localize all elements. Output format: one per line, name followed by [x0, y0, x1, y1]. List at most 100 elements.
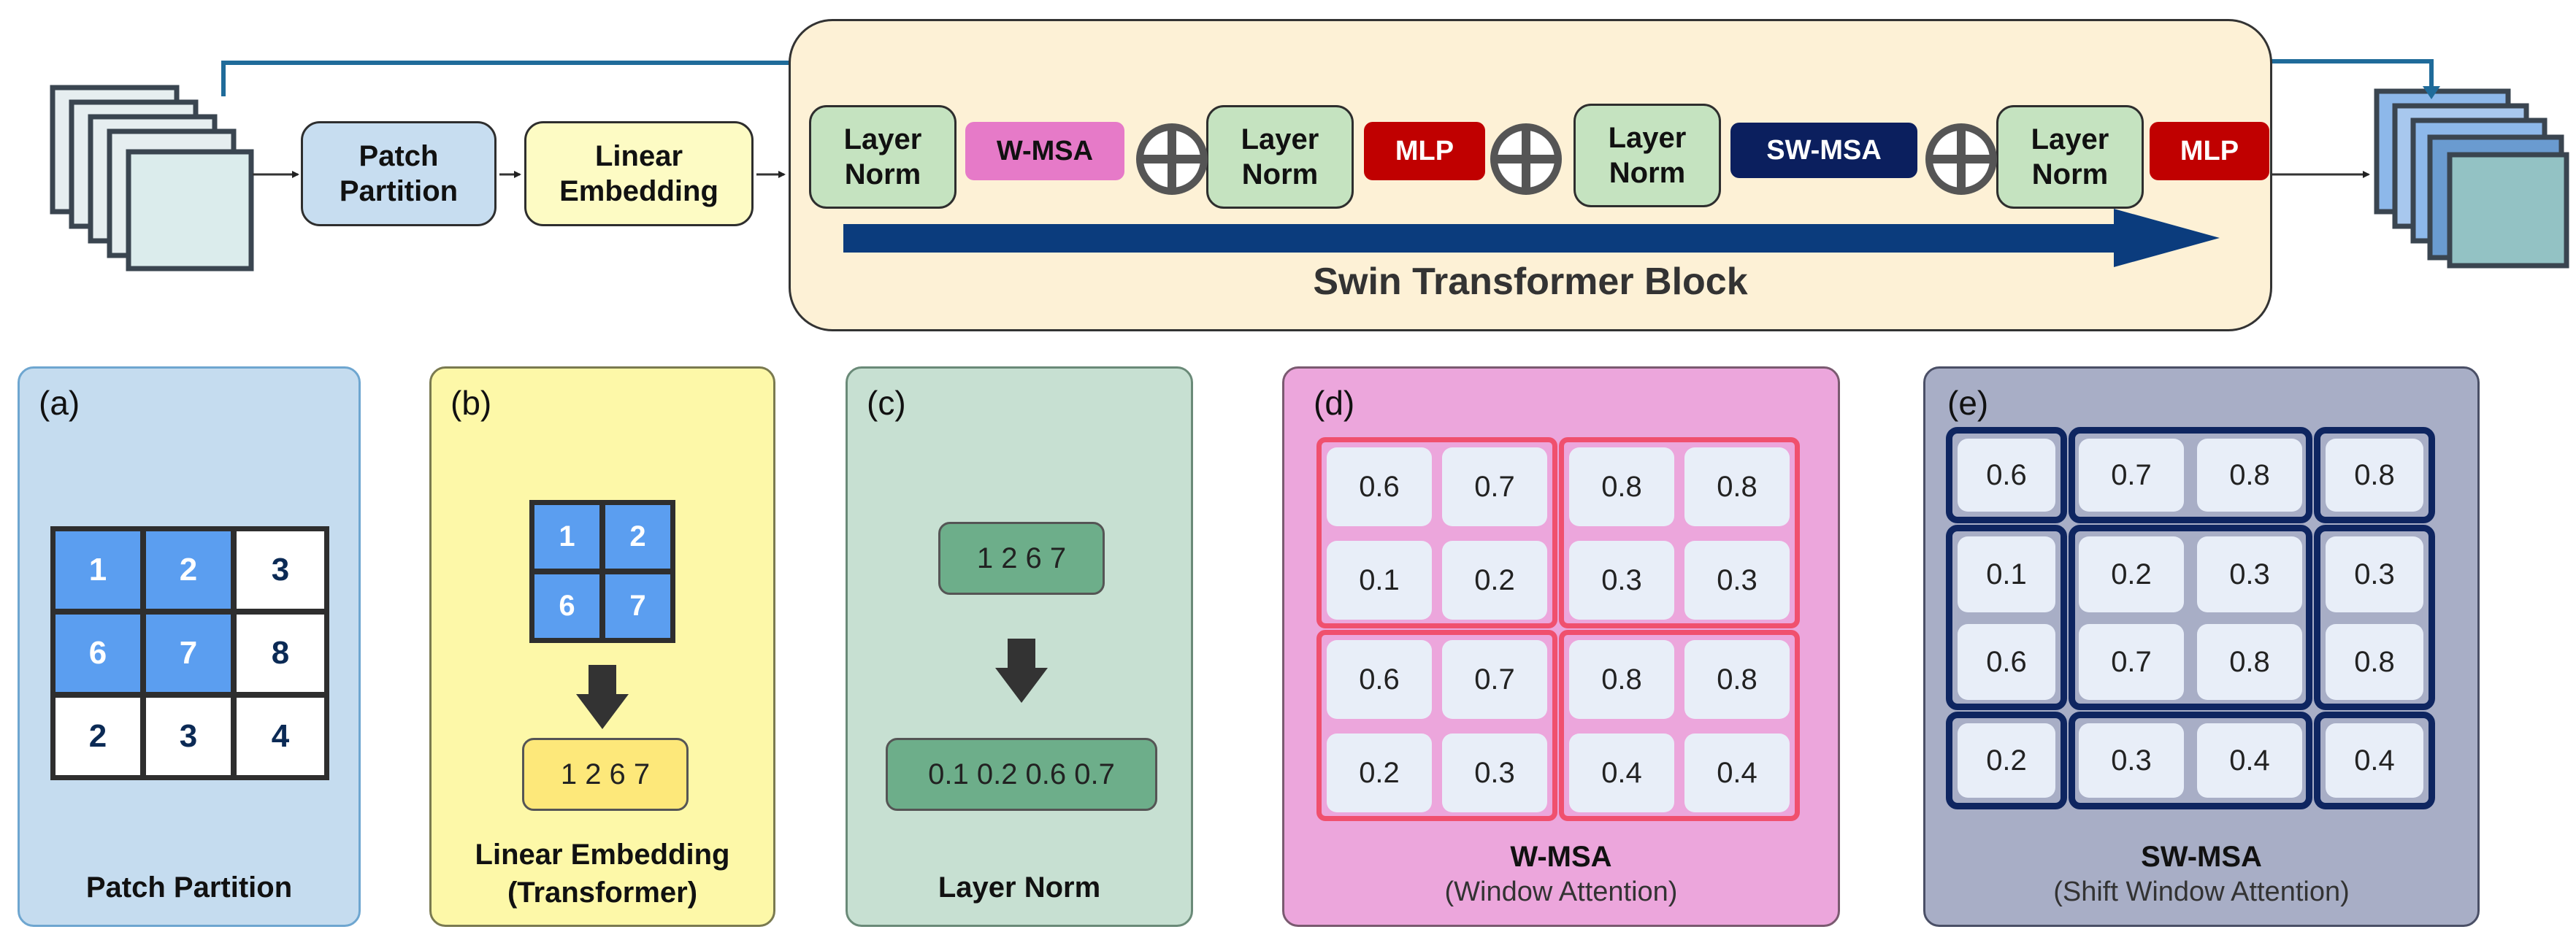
attention-window: [1316, 630, 1557, 821]
embedding-sequence: 1 2 6 7: [522, 738, 689, 811]
panel-letter: (a): [39, 384, 80, 422]
patch-partition-node: Patch Partition: [301, 121, 497, 226]
output-stack-icon: [2374, 88, 2569, 269]
patch-cell: 3: [237, 531, 324, 609]
attention-value: 0.6: [1327, 447, 1432, 526]
patch-cell: 2: [146, 531, 231, 609]
attention-value: 0.3: [2197, 536, 2302, 612]
linear-embedding-node: Linear Embedding: [524, 121, 754, 226]
panel-a: (a) 1 2 3 6 7 8 2 3 4 Patch Partition: [18, 366, 361, 927]
attention-value: 0.8: [2197, 439, 2302, 512]
attention-value: 0.3: [2326, 536, 2423, 612]
block-flow-arrow-icon: [843, 209, 2220, 267]
attention-value: 0.2: [2079, 536, 2184, 612]
layer-norm-2: Layer Norm: [1206, 105, 1354, 209]
attention-value: 0.8: [2197, 624, 2302, 700]
attention-value: 0.4: [1684, 734, 1790, 812]
shifted-window: [1946, 712, 2067, 809]
attention-value: 0.6: [1958, 439, 2055, 512]
patch-cell: 2: [55, 698, 140, 775]
panel-letter: (b): [451, 384, 492, 422]
patch-cell: 8: [237, 615, 324, 692]
panel-e: (e) 0.6 0.7 0.8 0.8 0.1 0.2 0.3 0.3 0.6 …: [1923, 366, 2480, 927]
patch-cell: 1: [55, 531, 140, 609]
embedding-cell: 7: [605, 574, 670, 638]
patch-cell: 4: [237, 698, 324, 775]
attention-value: 0.4: [2326, 723, 2423, 798]
layer-norm-3: Layer Norm: [1573, 104, 1721, 207]
panel-letter: (d): [1314, 384, 1355, 422]
shifted-window: [1946, 525, 2067, 710]
wmsa-node: W-MSA: [965, 122, 1124, 180]
attention-value: 0.3: [1684, 541, 1790, 620]
attention-value: 0.2: [1958, 723, 2055, 798]
attention-value: 0.8: [1569, 640, 1674, 719]
panel-title: W-MSA: [1510, 840, 1612, 873]
panel-title: Linear Embedding (Transformer): [475, 839, 730, 909]
attention-value: 0.7: [1442, 447, 1547, 526]
residual-add-icon: [1925, 123, 1997, 195]
patch-cell: 7: [146, 615, 231, 692]
layernorm-output: 0.1 0.2 0.6 0.7: [886, 738, 1157, 811]
shifted-window: [2069, 427, 2312, 523]
attention-window: [1316, 437, 1557, 628]
attention-value: 0.3: [1569, 541, 1674, 620]
embedding-cell: 1: [534, 505, 599, 569]
attention-window: [1559, 437, 1800, 628]
attention-value: 0.4: [1569, 734, 1674, 812]
shifted-window: [2314, 427, 2435, 523]
mlp-node-1: MLP: [1364, 122, 1485, 180]
attention-value: 0.2: [1442, 541, 1547, 620]
attention-value: 0.1: [1958, 536, 2055, 612]
attention-value: 0.6: [1327, 640, 1432, 719]
attention-value: 0.1: [1327, 541, 1432, 620]
embedding-grid: 1 2 6 7: [529, 500, 675, 643]
attention-window: [1559, 630, 1800, 821]
layer-norm-4: Layer Norm: [1996, 105, 2144, 209]
attention-value: 0.2: [1327, 734, 1432, 812]
panel-title: Patch Partition: [85, 871, 293, 904]
attention-value: 0.8: [1569, 447, 1674, 526]
embedding-cell: 2: [605, 505, 670, 569]
input-stack-icon: [50, 85, 254, 272]
panel-title: Layer Norm: [938, 871, 1101, 904]
attention-value: 0.8: [2326, 439, 2423, 512]
attention-value: 0.4: [2197, 723, 2302, 798]
attention-value: 0.8: [1684, 640, 1790, 719]
patch-grid: 1 2 3 6 7 8 2 3 4: [50, 526, 329, 780]
attention-value: 0.3: [2079, 723, 2184, 798]
panel-subtitle: (Shift Window Attention): [2053, 876, 2350, 907]
mlp-node-2: MLP: [2150, 122, 2269, 180]
patch-cell: 6: [55, 615, 140, 692]
swmsa-node: SW-MSA: [1730, 123, 1917, 178]
panel-d: (d) 0.6 0.7 0.8 0.8 0.1 0.2 0.3 0.3 0.6 …: [1282, 366, 1840, 927]
shifted-window: [1946, 427, 2067, 523]
attention-value: 0.3: [1442, 734, 1547, 812]
patch-cell: 3: [146, 698, 231, 775]
panel-letter: (e): [1947, 384, 1989, 422]
panel-b: (b) 1 2 6 7 1 2 6 7 Linear Embedding (Tr…: [429, 366, 775, 927]
shifted-window: [2069, 525, 2312, 710]
panel-letter: (c): [867, 384, 906, 422]
block-title: Swin Transformer Block: [1313, 261, 1748, 303]
panel-subtitle: (Window Attention): [1444, 876, 1678, 907]
attention-value: 0.7: [2079, 439, 2184, 512]
attention-value: 0.8: [2326, 624, 2423, 700]
attention-value: 0.6: [1958, 624, 2055, 700]
down-arrow-icon: [995, 639, 1048, 703]
layer-norm-1: Layer Norm: [809, 105, 957, 209]
residual-add-icon: [1490, 123, 1562, 195]
embedding-cell: 6: [534, 574, 599, 638]
shifted-window: [2069, 712, 2312, 809]
attention-value: 0.8: [1684, 447, 1790, 526]
down-arrow-icon: [576, 665, 629, 729]
panel-c: (c) 1 2 6 7 0.1 0.2 0.6 0.7 Layer Norm: [846, 366, 1193, 927]
residual-add-icon: [1136, 123, 1208, 195]
shifted-window: [2314, 712, 2435, 809]
attention-value: 0.7: [2079, 624, 2184, 700]
attention-value: 0.7: [1442, 640, 1547, 719]
layernorm-input: 1 2 6 7: [938, 522, 1105, 595]
shifted-window: [2314, 525, 2435, 710]
panel-title: SW-MSA: [2141, 840, 2262, 873]
